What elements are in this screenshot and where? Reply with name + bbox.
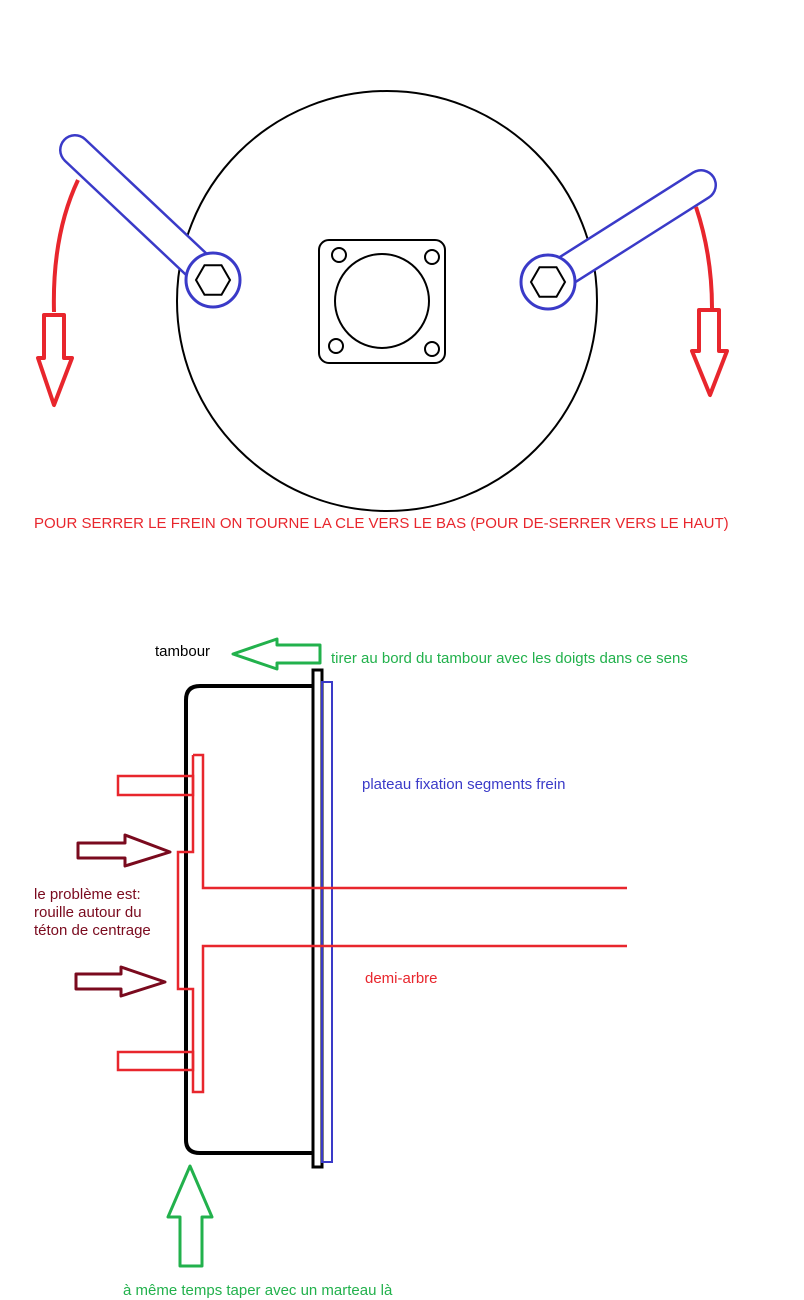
wheel-stud-top (116, 774, 195, 797)
flange-hole (424, 341, 440, 357)
tightening-instruction: POUR SERRER LE FREIN ON TOURNE LA CLE VE… (34, 515, 729, 532)
shoe-backing-plate (321, 681, 333, 1163)
center-flange (318, 239, 446, 364)
drum-outline (184, 684, 313, 1155)
rust-arrow-lower (74, 965, 167, 998)
hex-bolt-left (194, 264, 232, 296)
hammer-strike-arrow (166, 1164, 214, 1268)
drum-label: tambour (155, 643, 211, 660)
problem-note-line1: le problème est: (34, 886, 141, 903)
drum-rim (311, 668, 324, 1169)
pull-direction-arrow (231, 637, 322, 671)
flange-hole (328, 338, 344, 354)
backing-plate-label: plateau fixation segments frein (362, 776, 566, 793)
problem-note-line3: téton de centrage (34, 922, 151, 939)
left-wrench (59, 134, 242, 309)
center-bore (334, 253, 430, 349)
problem-note-line2: rouille autour du (34, 904, 142, 921)
hammer-hint: à même temps taper avec un marteau là (123, 1282, 393, 1299)
left-turn-down-arrow (36, 179, 80, 407)
flange-hole (424, 249, 440, 265)
wheel-stud-bottom (116, 1050, 195, 1072)
hub-and-half-shaft (176, 753, 627, 1094)
right-turn-down-arrow (690, 206, 729, 397)
hex-bolt-right (529, 266, 567, 298)
pull-hint: tirer au bord du tambour avec les doigts… (331, 650, 688, 667)
half-shaft-label: demi-arbre (365, 970, 438, 987)
flange-hole (331, 247, 347, 263)
backing-plate-disc (176, 90, 598, 512)
rust-arrow-upper (76, 833, 172, 868)
right-wrench (519, 169, 717, 311)
